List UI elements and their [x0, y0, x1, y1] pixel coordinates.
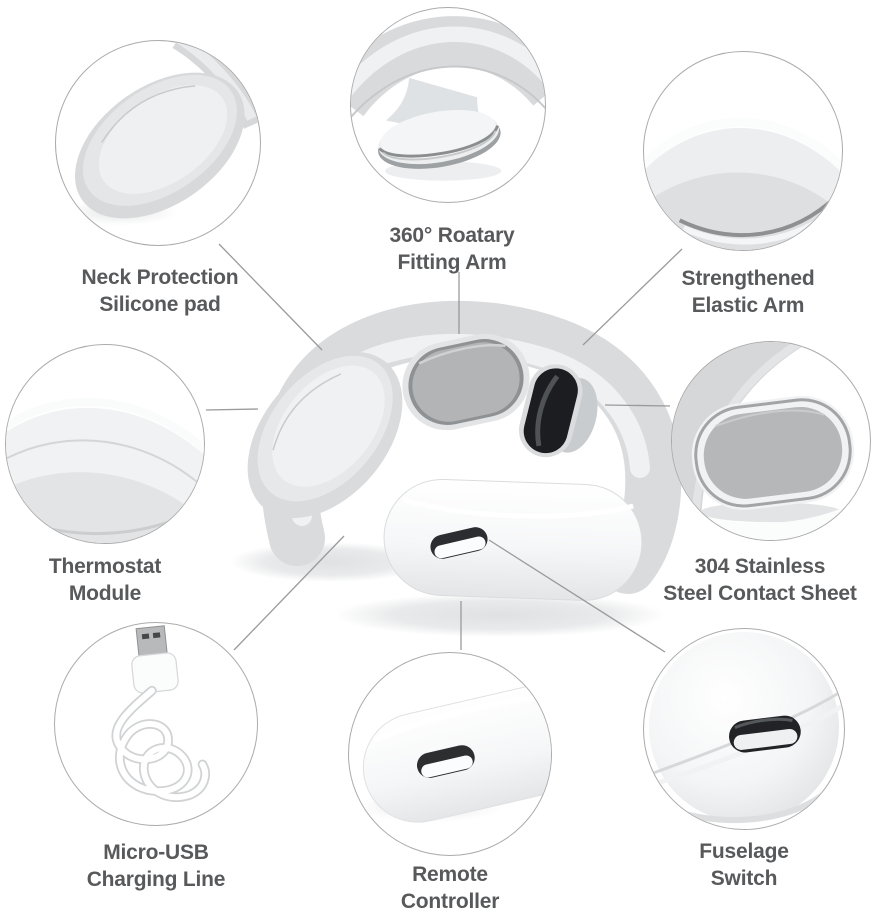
contact-sheet-photo	[672, 342, 870, 540]
label-line: 360° Roatary	[389, 224, 515, 247]
callout-circle-elastic-arm	[643, 51, 843, 251]
callout-circle-neck-protection	[55, 40, 261, 246]
callout-label-remote: Remote Controller	[400, 861, 500, 914]
callout-label-elastic-arm: Strengthened Elastic Arm	[682, 265, 815, 319]
usb-cable-photo	[111, 625, 210, 803]
connector-charging-line	[233, 535, 345, 651]
controller-slot	[416, 745, 475, 778]
callout-circle-rotary-arm	[350, 7, 546, 203]
label-line: Steel Contact Sheet	[663, 582, 857, 605]
label-line: Fuselage	[699, 840, 789, 863]
cable-coil	[111, 685, 210, 803]
label-line: Neck Protection	[81, 266, 239, 289]
remote-controller-photo	[355, 682, 551, 823]
neck-massager-image	[230, 300, 682, 637]
label-line: 304 Stainless	[694, 555, 826, 578]
elastic-arm-photo	[644, 117, 842, 250]
product-shadow	[335, 593, 665, 637]
connector-contact-sheet	[604, 404, 671, 407]
label-line: Thermostat	[48, 555, 162, 578]
label-line: Switch	[710, 867, 778, 890]
callout-label-thermostat: Thermostat Module	[48, 553, 162, 607]
label-line: Module	[68, 582, 142, 605]
connector-thermostat	[205, 408, 259, 411]
switch-slot	[430, 527, 488, 559]
callout-label-charging-line: Micro-USB Charging Line	[87, 839, 226, 893]
connector-lines	[205, 243, 683, 653]
connector-neck-protection	[218, 243, 323, 351]
left-arm-pad	[247, 352, 403, 518]
label-line: Controller	[400, 890, 500, 913]
label-line: Fitting Arm	[397, 251, 507, 274]
label-line: Elastic Arm	[691, 294, 805, 317]
callout-label-neck-protection: Neck Protection Silicone pad	[82, 264, 239, 318]
front-body	[383, 478, 643, 601]
callout-label-contact-sheet: 304 Stainless Steel Contact Sheet	[663, 553, 857, 607]
connector-elastic-arm	[582, 248, 683, 346]
callout-circle-contact-sheet	[671, 341, 871, 541]
small-electrode	[518, 364, 598, 458]
label-line: Strengthened	[681, 267, 815, 290]
label-line: Charging Line	[86, 868, 226, 891]
callout-circle-charging-line	[54, 622, 258, 826]
large-electrode	[402, 333, 530, 431]
callout-circle-fuselage-switch	[643, 628, 845, 830]
connector-fuselage-switch	[488, 539, 666, 653]
callout-label-fuselage-switch: Fuselage Switch	[699, 838, 789, 892]
label-line: Remote	[412, 863, 488, 886]
rotary-arm-photo	[351, 16, 545, 181]
callout-circle-thermostat	[5, 344, 205, 544]
callout-label-rotary-arm: 360° Roatary Fitting Arm	[389, 222, 514, 276]
electrode-plate	[691, 395, 855, 510]
switch-hole	[729, 715, 801, 753]
silicone-pad-photo	[60, 41, 260, 226]
thermostat-module-photo	[6, 397, 204, 543]
usb-connector	[131, 625, 179, 694]
fuselage-switch-photo	[647, 632, 844, 823]
callout-circle-remote	[348, 652, 552, 856]
label-line: Micro-USB	[103, 841, 209, 864]
label-line: Silicone pad	[99, 293, 221, 316]
